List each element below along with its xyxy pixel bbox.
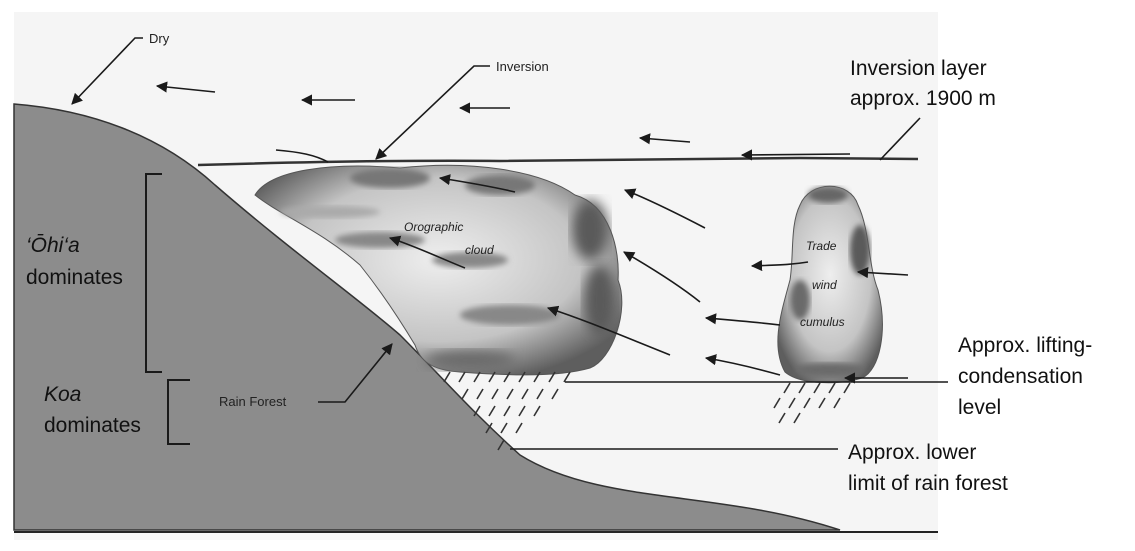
lower-limit-label-2: limit of rain forest	[848, 472, 1008, 495]
ohia-dominates-label: dominates	[26, 266, 123, 289]
inversion-line	[197, 156, 919, 167]
wind-arrows-lower	[388, 174, 909, 384]
lifting-label-2: condensation	[958, 365, 1083, 388]
inversion-layer-label-1: Inversion layer	[850, 57, 987, 80]
mountain-slope	[13, 103, 841, 531]
label-pointers	[71, 37, 490, 403]
lifting-label-3: level	[958, 396, 1001, 419]
lifting-label-1: Approx. lifting-	[958, 334, 1092, 357]
trade-label-3: cumulus	[800, 315, 845, 329]
koa-label: Koa	[44, 383, 81, 406]
dry-label: Dry	[149, 31, 170, 46]
trade-label-2: wind	[812, 278, 837, 292]
wind-arrows-upper	[155, 81, 851, 161]
rain-cumulus	[773, 382, 851, 424]
ohia-bracket	[145, 173, 162, 373]
ohia-label: ‘Ōhi‘a	[26, 234, 80, 257]
inversion-label: Inversion	[496, 59, 549, 74]
orographic-cloud	[254, 164, 623, 376]
inversion-layer-label-2: approx. 1900 m	[850, 87, 996, 110]
leader-lines	[510, 117, 948, 450]
orographic-label-2: cloud	[465, 243, 494, 257]
orographic-label-1: Orographic	[404, 220, 463, 234]
koa-bracket	[167, 379, 190, 445]
rain-forest-label: Rain Forest	[219, 394, 287, 409]
rain-orographic	[443, 371, 571, 451]
lower-limit-label-1: Approx. lower	[848, 441, 976, 464]
koa-dominates-label: dominates	[44, 414, 141, 437]
trade-label-1: Trade	[806, 239, 837, 253]
